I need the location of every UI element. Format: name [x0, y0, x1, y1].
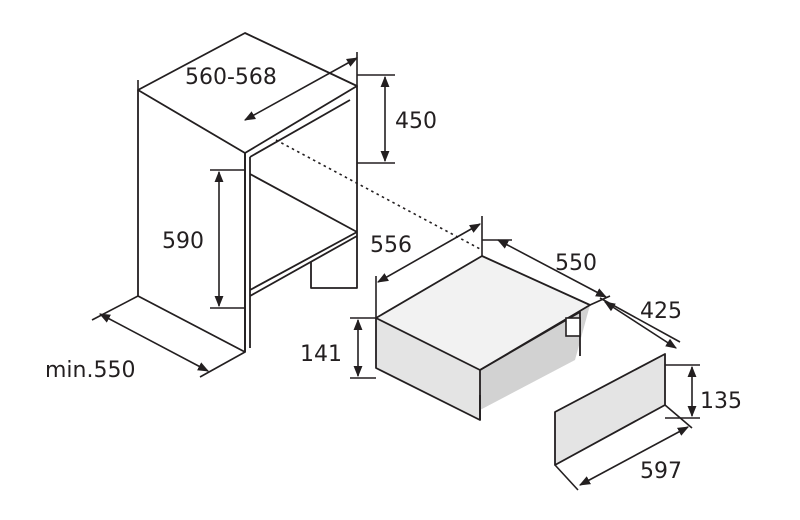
cabinet-outline [137, 32, 358, 353]
label-cabinet-min-depth: min.550 [45, 358, 135, 383]
label-front-width: 597 [640, 459, 682, 484]
dim-line-drawer-width [375, 216, 483, 318]
label-drawer-depth: 550 [555, 251, 597, 276]
label-cabinet-width: 560-568 [185, 65, 277, 90]
label-drawer-height: 141 [300, 342, 342, 367]
dim-line-cabinet-min-depth [91, 295, 246, 378]
dim-line-cabinet-height [210, 169, 245, 309]
drawer-box [375, 255, 591, 421]
label-front-depth: 425 [640, 299, 682, 324]
dim-line-front-width [554, 404, 693, 491]
label-cabinet-height: 590 [162, 229, 204, 254]
drawer-latch [565, 317, 581, 337]
dim-line-front-height [665, 364, 700, 419]
dim-line-drawer-depth [482, 239, 611, 306]
label-drawer-width: 556 [370, 233, 412, 258]
dim-line-front-depth [599, 297, 681, 349]
label-front-height: 135 [700, 389, 742, 414]
dim-line-drawer-height [350, 317, 376, 379]
dim-line-cabinet-depth [357, 74, 395, 164]
dim-line-cabinet-width [137, 52, 358, 121]
label-cabinet-depth: 450 [395, 109, 437, 134]
